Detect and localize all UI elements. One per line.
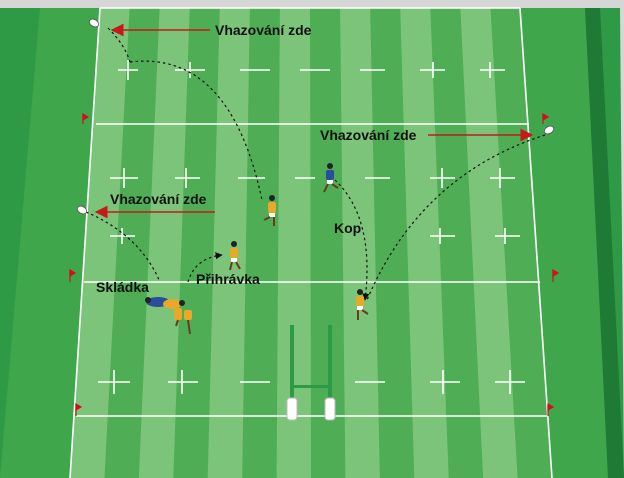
label-pass: Přihrávka xyxy=(196,271,260,287)
label-throw-in-top: Vhazování zde xyxy=(215,22,312,38)
label-ruck: Skládka xyxy=(96,279,149,295)
label-kick: Kop xyxy=(334,220,361,236)
label-throw-in-left: Vhazování zde xyxy=(110,191,207,207)
label-throw-in-right: Vhazování zde xyxy=(320,127,417,143)
